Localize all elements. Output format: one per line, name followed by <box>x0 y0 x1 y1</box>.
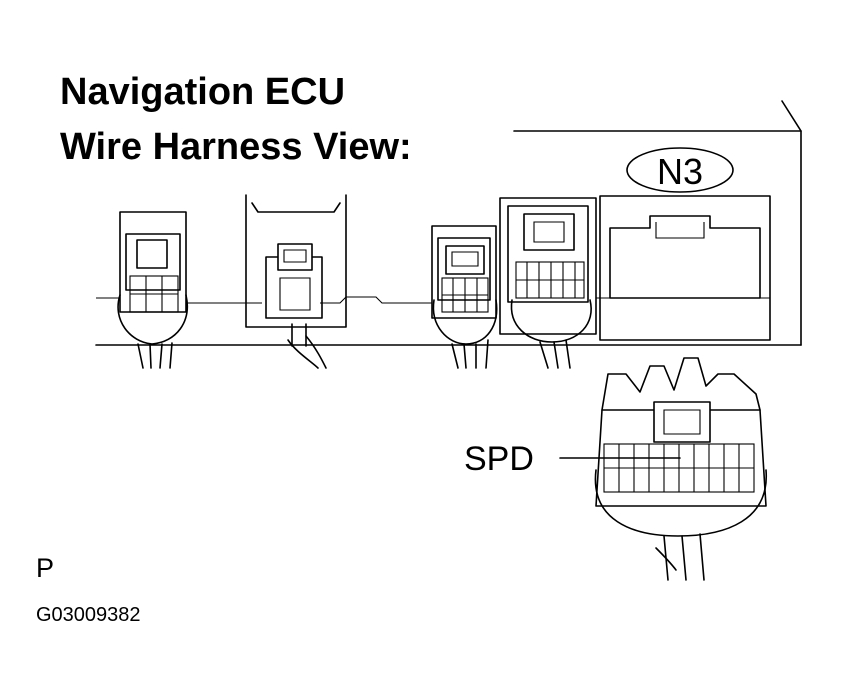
n3-socket <box>599 195 771 341</box>
connector-3 <box>431 225 498 369</box>
figure-code: G03009382 <box>36 604 141 626</box>
title-line-1: Navigation ECU <box>60 71 346 113</box>
spd-callout: SPD <box>464 440 681 478</box>
n3-connector-enlarged <box>594 357 767 581</box>
n3-label: N3 <box>626 147 734 193</box>
connector-2 <box>245 194 347 369</box>
connector-label: N3 <box>657 151 703 192</box>
connector-4 <box>499 197 597 369</box>
title-line-2: Wire Harness View: <box>60 126 412 168</box>
page-mark: P <box>36 553 55 583</box>
connector-1 <box>117 211 189 369</box>
terminal-label: SPD <box>464 440 534 478</box>
ecu-housing <box>95 100 802 346</box>
